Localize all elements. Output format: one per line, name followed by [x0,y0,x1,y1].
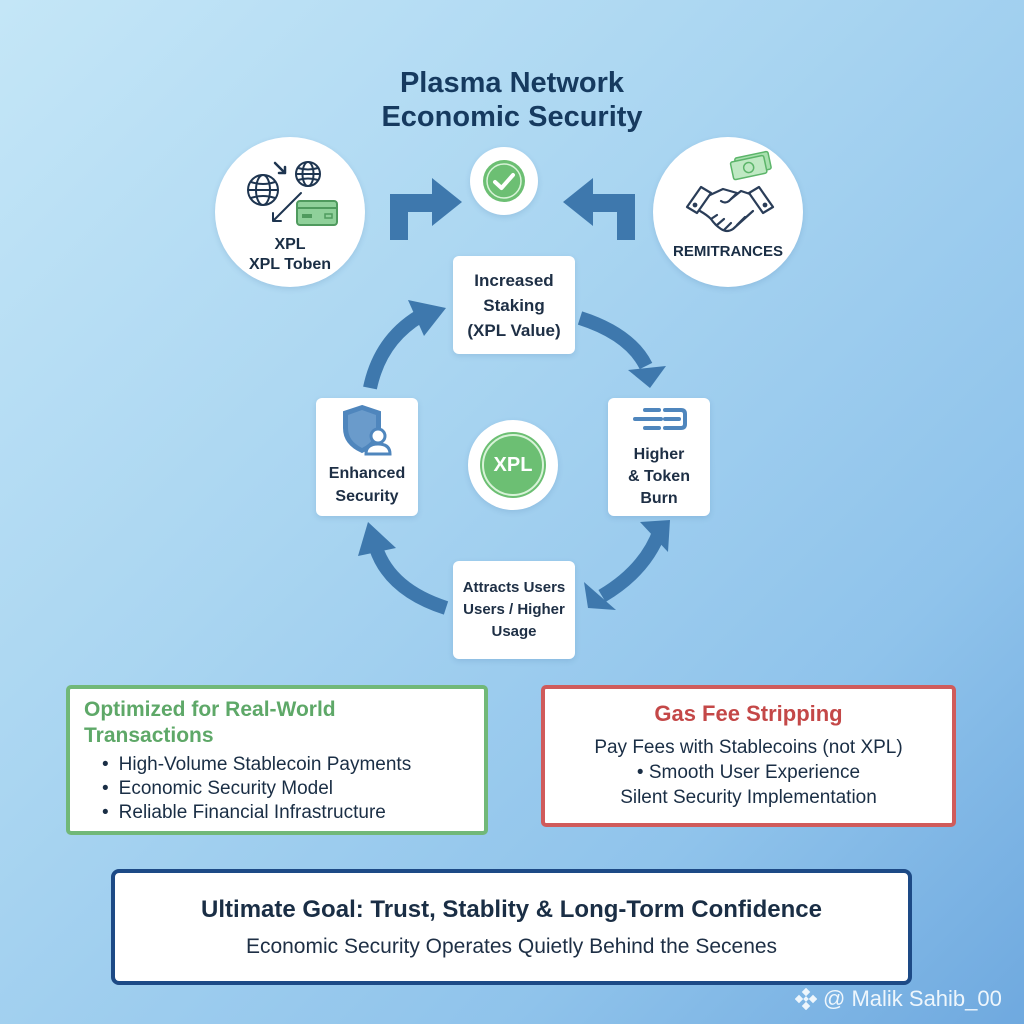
gas-fee-line: • Smooth User Experience [636,762,861,783]
arrow-bottom-right-icon [584,520,670,610]
goal-heading: Ultimate Goal: Trust, Stablity & Long-To… [201,896,822,923]
ultimate-goal-panel: Ultimate Goal: Trust, Stablity & Long-To… [111,869,912,985]
checkmark-icon [483,160,525,202]
gas-fee-panel: Gas Fee Stripping Pay Fees with Stableco… [541,685,956,827]
optimized-transactions-panel: Optimized for Real-World Transactions Hi… [66,685,488,835]
optimized-heading-2: Transactions [84,724,214,747]
goal-subtitle: Economic Security Operates Quietly Behin… [245,935,778,958]
global-transfer-icon [247,161,338,226]
burn-line-3: Burn [640,490,678,507]
arrow-bottom-to-left-icon [358,522,449,615]
money-icon [729,150,772,181]
users-line-1: Attracts Users [462,579,566,596]
xpl-center-node: XPL [468,420,558,510]
staking-line-3: (XPL Value) [467,320,561,340]
users-line-2: Users / Higher [463,601,565,618]
arrow-right-bent-icon [390,178,462,240]
security-line-1: Enhanced [328,465,406,482]
shield-user-icon [343,404,392,456]
list-item: High-Volume Stablecoin Payments [102,753,470,777]
arrow-top-to-right-icon [577,311,666,388]
staking-line-1: Increased [474,270,554,290]
optimized-heading-1: Optimized for Real-World [84,698,336,721]
security-line-2: Security [335,488,399,505]
xpl-token-label: XPL Toben [248,256,332,273]
gas-fee-line: Pay Fees with Stablecoins (not XPL) [594,737,903,758]
xpl-token-node: XPL XPL Toben [215,137,365,287]
remittances-label: REMITRANCES [672,243,783,260]
increased-staking-box: Increased Staking (XPL Value) [453,256,575,354]
title-line-1: Plasma Network [399,67,625,99]
validation-node [470,147,538,215]
page-title: Plasma Network Economic Security [0,66,1024,134]
token-burn-box: Higher & Token Burn [608,398,710,516]
list-item: Reliable Financial Infrastructure [102,801,470,825]
handshake-icon [685,185,775,233]
binance-logo-icon [795,988,817,1010]
optimized-list: High-Volume Stablecoin Payments Economic… [84,753,470,825]
watermark-text: @ Malik Sahib_00 [823,986,1002,1011]
remittances-node: REMITRANCES [653,137,803,287]
users-line-3: Usage [491,623,537,640]
list-item: Economic Security Model [102,777,470,801]
enhanced-security-box: Enhanced Security [316,398,418,516]
xpl-coin-icon: XPL [482,434,544,496]
burn-line-2: & Token [628,468,690,485]
cycle-arrows [358,300,670,615]
gas-fee-heading: Gas Fee Stripping [654,701,843,726]
title-line-2: Economic Security [381,101,643,133]
staking-line-2: Staking [483,295,545,315]
xpl-coin-label: XPL [493,453,533,476]
xpl-label: XPL [274,236,306,253]
attracts-users-box: Attracts Users Users / Higher Usage [453,561,575,659]
arrow-left-to-top-icon [363,300,446,390]
watermark: @ Malik Sahib_00 [795,985,1002,1013]
burn-line-1: Higher [633,446,685,463]
speed-lines-icon [633,408,687,430]
arrow-left-bent-icon [563,178,635,240]
gas-fee-line: Silent Security Implementation [620,787,877,808]
